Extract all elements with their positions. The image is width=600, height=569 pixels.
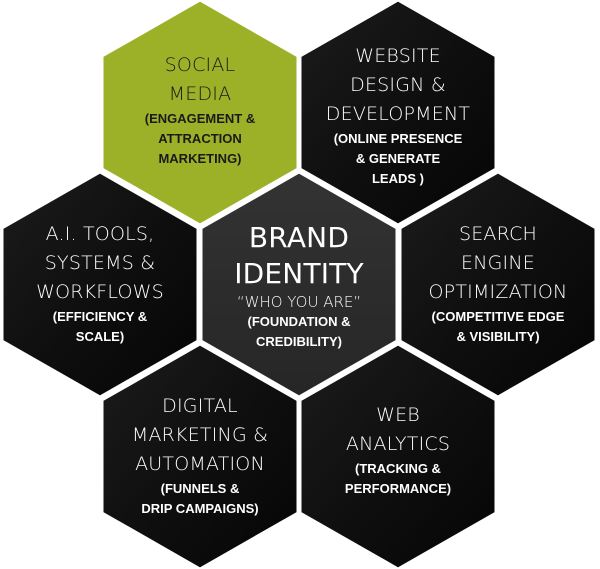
hex-brand-identity-shape [199,170,399,399]
hex-ai-tools-subtitle: (EFFICIENCY & SCALE) [52,308,148,344]
hex-digital-marketing-title: DIGITAL MARKETING & AUTOMATION [131,394,269,475]
hex-seo-subtitle: (COMPETITIVE EDGE & VISIBILITY) [431,308,565,344]
hex-ai-tools: A.I. TOOLS, SYSTEMS & WORKFLOWS (EFFICIE… [5,218,195,348]
hex-website-title: WEBSITE DESIGN & DEVELOPMENT [325,44,471,125]
hex-brand-identity-title: BRAND IDENTITY [234,220,364,290]
hex-web-analytics-shape [298,342,498,569]
hex-brand-identity-subtitle: (FOUNDATION & CREDIBILITY) [247,313,351,349]
hex-web-analytics-title: WEB ANALYTICS [345,404,451,455]
hex-web-analytics: WEB ANALYTICS (TRACKING & PERFORMANCE) [303,400,493,500]
hex-digital-marketing-shape [100,342,300,569]
hex-website-subtitle: (ONLINE PRESENCE & GENERATE LEADS ) [333,130,463,186]
hex-brand-identity-tagline: “WHO YOU ARE” [236,292,362,311]
hex-digital-marketing: DIGITAL MARKETING & AUTOMATION (FUNNELS … [105,390,295,520]
hex-social-media-shape [100,0,300,227]
hex-digital-marketing-subtitle: (FUNNELS & DRIP CAMPAIGNS) [141,480,259,516]
hex-social-media-subtitle: (ENGAGEMENT & ATTRACTION MARKETING) [144,111,256,166]
hex-ai-tools-shape [0,170,200,399]
hex-seo-shape [398,170,598,399]
hex-seo-title: SEARCH ENGINE OPTIMIZATION [428,222,568,303]
hex-social-media: SOCIAL MEDIA (ENGAGEMENT & ATTRACTION MA… [105,50,295,170]
hex-website-shape [298,0,498,227]
hex-brand-identity: BRAND IDENTITY “WHO YOU ARE” (FOUNDATION… [204,213,394,358]
hex-web-analytics-subtitle: (TRACKING & PERFORMANCE) [344,461,452,496]
hex-website: WEBSITE DESIGN & DEVELOPMENT (ONLINE PRE… [303,40,493,190]
hex-social-media-title: SOCIAL MEDIA [164,54,236,105]
hex-ai-tools-title: A.I. TOOLS, SYSTEMS & WORKFLOWS [36,222,164,303]
hex-seo: SEARCH ENGINE OPTIMIZATION (COMPETITIVE … [403,218,593,348]
